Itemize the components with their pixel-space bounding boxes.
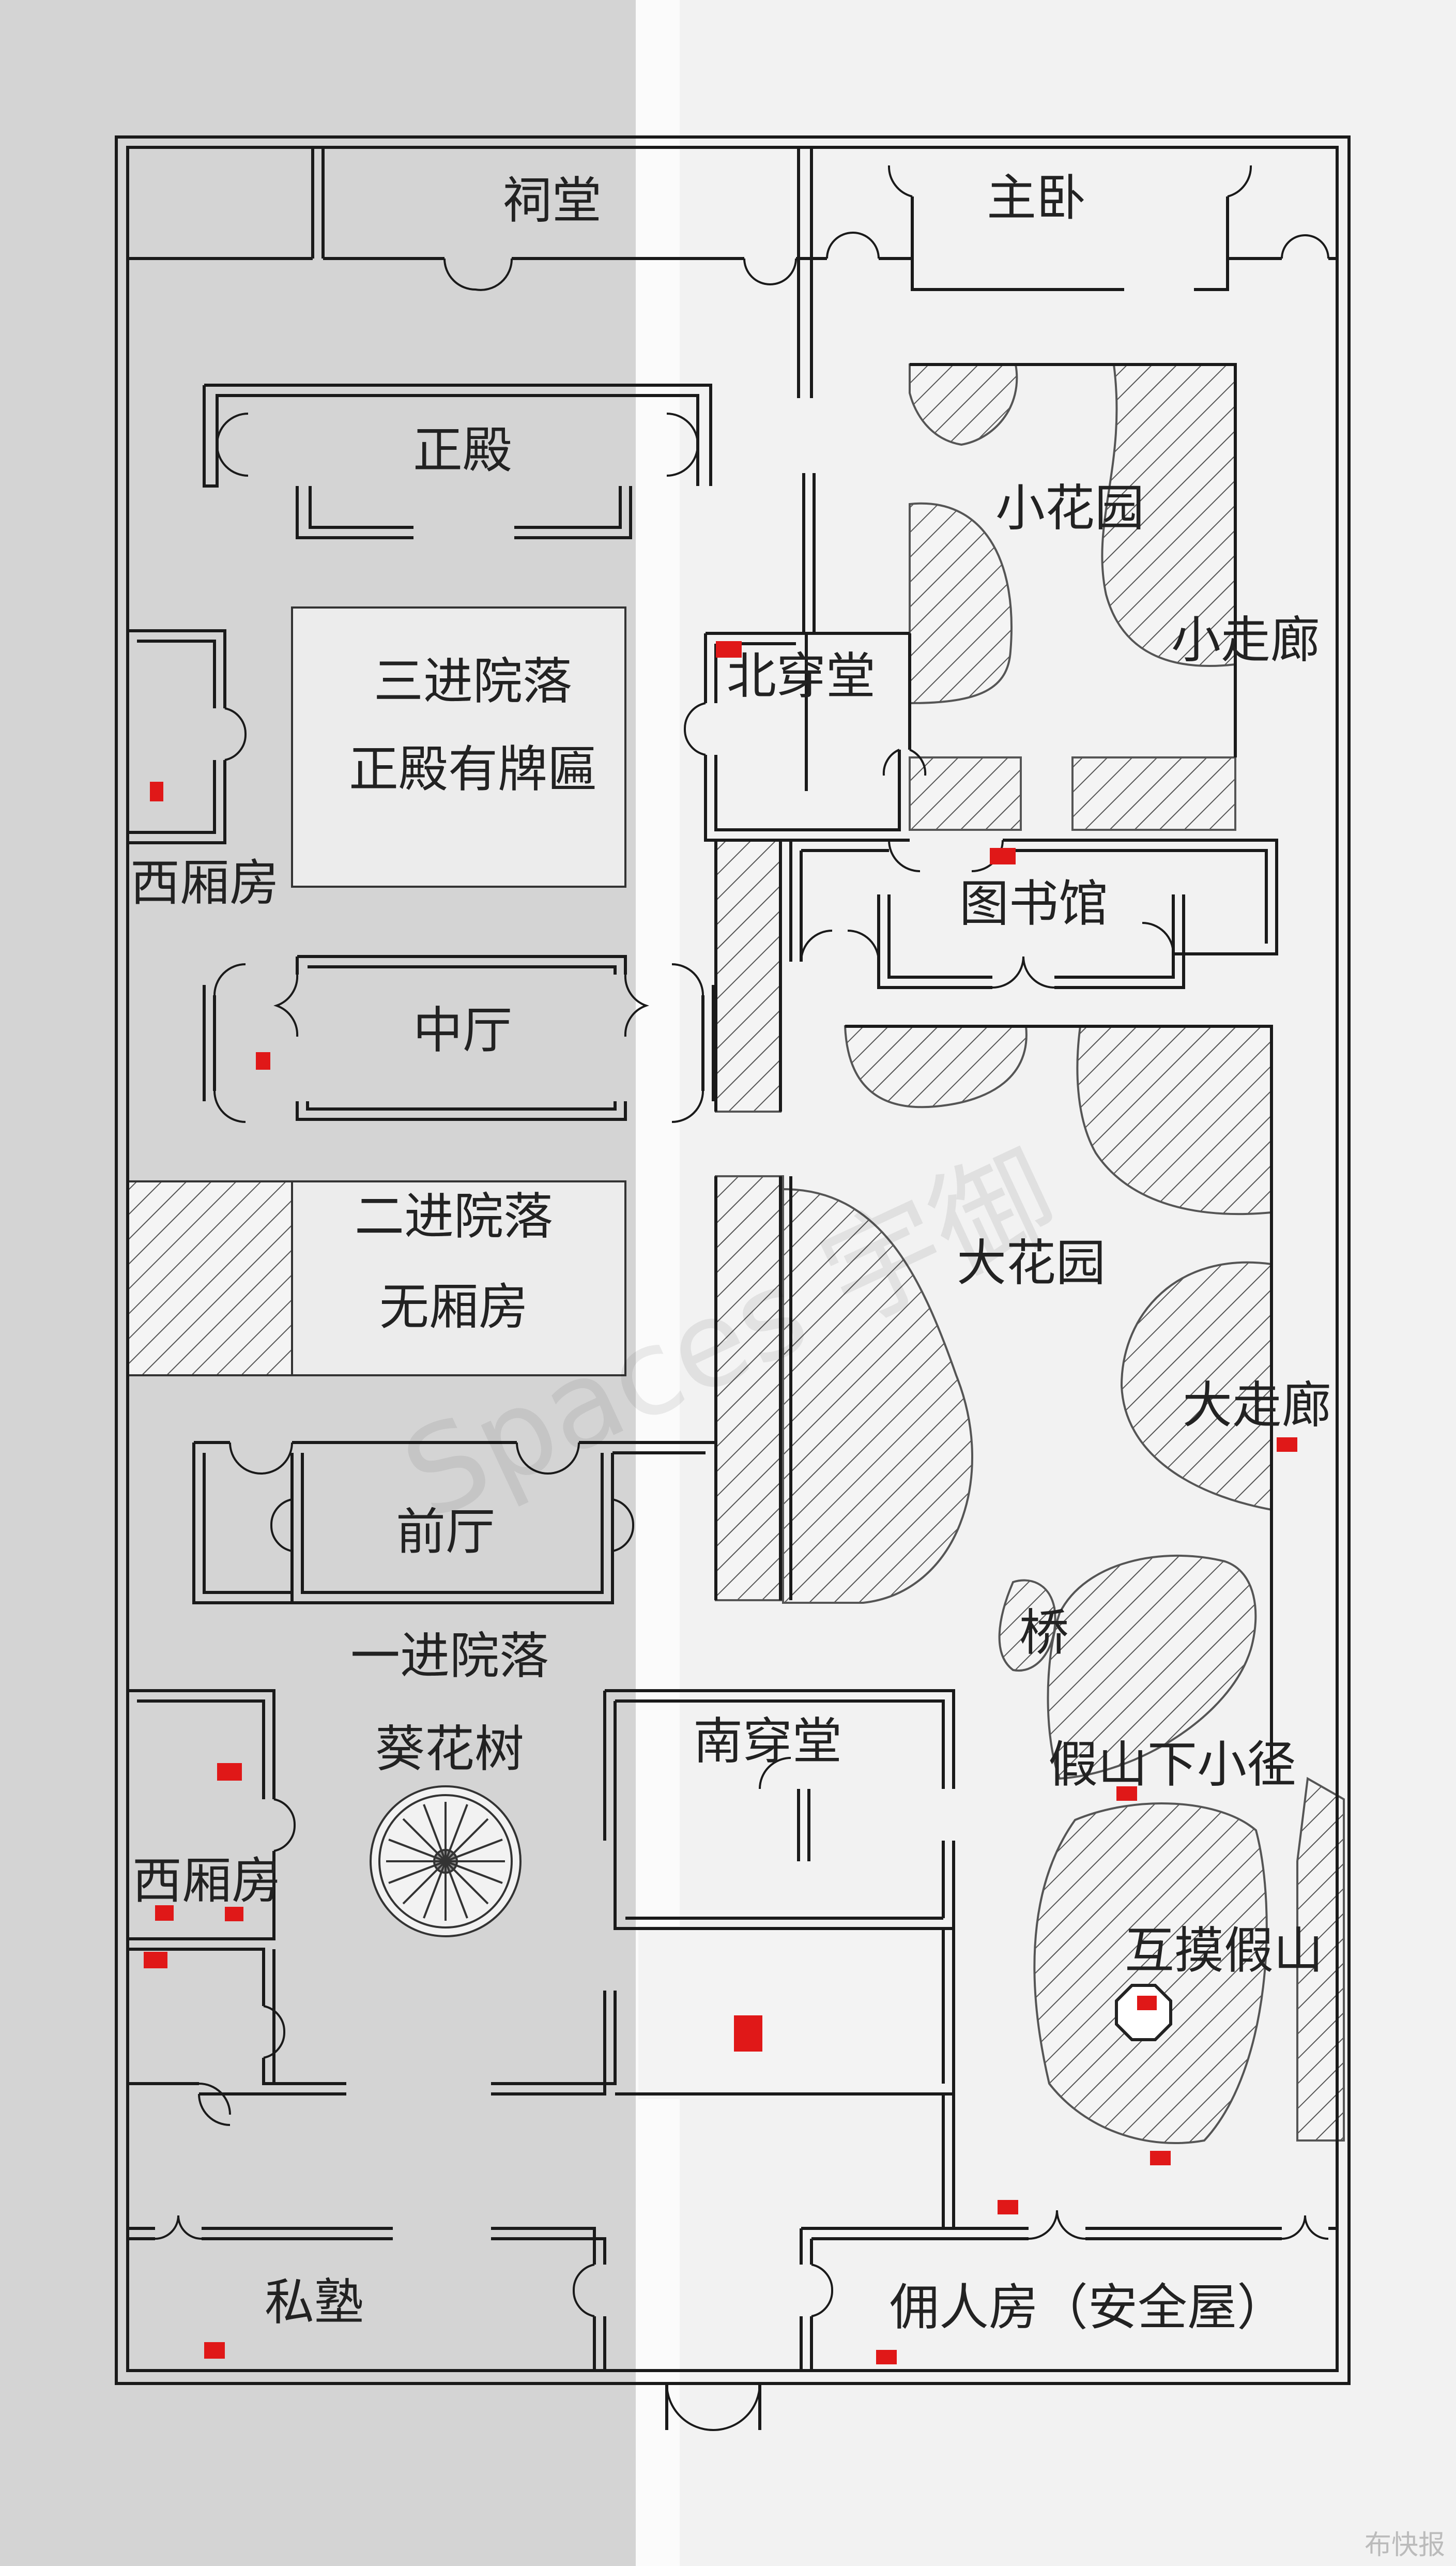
- room-label-nanchuantang: 南穿堂: [693, 1712, 842, 1770]
- rockery-octagon-icon: [1115, 1984, 1172, 2041]
- big-garden-hatch-northwest: [844, 1025, 1028, 1109]
- room-label-tushuguan: 图书馆: [959, 875, 1108, 933]
- room-label-zhuwo: 主卧: [987, 169, 1086, 227]
- big-garden-hatch-west: [782, 1188, 973, 1604]
- small-garden-hatch-left: [909, 502, 1013, 705]
- room-label-beichuantang: 北穿堂: [727, 647, 876, 705]
- marker: [734, 2015, 762, 2052]
- marker: [150, 782, 163, 801]
- big-garden-hatch-northeast: [1076, 1025, 1273, 1216]
- room-label-kuihuashu: 葵花树: [375, 1720, 524, 1778]
- marker: [256, 1052, 270, 1070]
- room-label-zhengdian: 正殿: [413, 421, 512, 479]
- small-garden-hatch-top: [909, 363, 1018, 446]
- room-label-erjin-line1: 二进院落: [355, 1188, 553, 1246]
- courtyards: [127, 606, 948, 2099]
- room-label-sanjin-line1: 三进院落: [374, 652, 572, 710]
- marker: [1150, 2151, 1171, 2165]
- room-label-dazoulang: 大走廊: [1183, 1376, 1331, 1434]
- sunflower-tree-icon: [370, 1785, 522, 1937]
- room-label-zhongting: 中厅: [413, 1001, 512, 1059]
- corner-logo: 布快报: [1365, 2530, 1446, 2561]
- walls: [115, 135, 1351, 2430]
- room-label-dahuayuan: 大花园: [957, 1234, 1106, 1292]
- bridge-hatch: [998, 1579, 1056, 1672]
- third-courtyard: [291, 606, 626, 888]
- marker: [1277, 1437, 1297, 1452]
- marker: [225, 1907, 243, 1921]
- corridor-hatch-north: [715, 839, 781, 1113]
- marker: [155, 1905, 174, 1921]
- room-label-yijin: 一进院落: [350, 1627, 549, 1685]
- hatched-areas: [715, 363, 1345, 2145]
- marker: [998, 2200, 1018, 2214]
- second-courtyard: [291, 1180, 626, 1376]
- marker: [1137, 1996, 1157, 2010]
- room-label-sishu: 私塾: [265, 2273, 364, 2331]
- room-label-erjin-line2: 无厢房: [379, 1278, 528, 1336]
- small-garden-hatch-bottom-left: [909, 756, 1022, 831]
- room-label-citang: 祠堂: [502, 172, 602, 230]
- room-label-humo-jiashan: 互摸假山: [1125, 1922, 1323, 1980]
- markers: [144, 641, 1297, 2364]
- room-label-sanjin-line2: 正殿有牌匾: [349, 740, 597, 798]
- marker: [876, 2350, 897, 2364]
- second-courtyard-hatch: [127, 1180, 293, 1376]
- marker: [716, 641, 742, 658]
- room-label-xiaozoulang: 小走廊: [1171, 611, 1320, 669]
- marker: [144, 1952, 167, 1968]
- room-label-yongrenfang: 佣人房（安全屋）: [890, 2279, 1286, 2336]
- marker: [204, 2342, 225, 2359]
- room-label-jiashan-path: 假山下小径: [1048, 1736, 1296, 1794]
- marker: [1116, 1786, 1137, 1801]
- room-label-qiao: 桥: [1019, 1604, 1069, 1662]
- south-hall-light: [638, 1926, 948, 2099]
- small-garden-hatch-bottom-right: [1071, 756, 1236, 831]
- room-label-qianting: 前厅: [396, 1503, 495, 1561]
- big-garden-hatch-east: [1120, 1261, 1273, 1511]
- marker: [217, 1763, 242, 1781]
- small-garden-hatch-right: [1101, 363, 1236, 667]
- room-label-xiaohuayuan: 小花园: [995, 479, 1144, 537]
- rockery-hatch-upper: [1047, 1554, 1257, 1780]
- marker: [990, 848, 1016, 864]
- room-label-xixiangfang-south: 西厢房: [132, 1852, 281, 1910]
- room-label-xixiangfang-north: 西厢房: [130, 854, 279, 912]
- rockery-hatch-lower: [1033, 1802, 1268, 2145]
